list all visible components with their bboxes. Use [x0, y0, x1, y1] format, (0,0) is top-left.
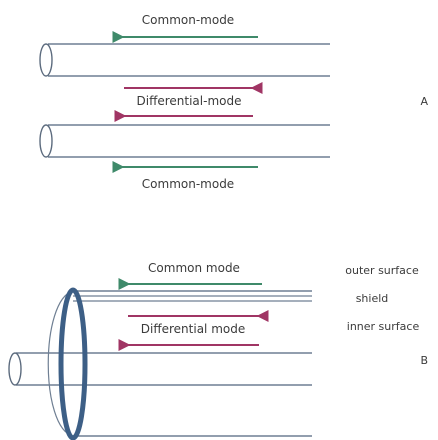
figure-a: Common-mode Differential-mode Common-mod… — [39, 13, 428, 191]
figure-a-upper-conductor — [39, 43, 330, 77]
figure-b: Common mode Differential mode outer surf… — [8, 261, 428, 440]
figure-b-label: B — [420, 354, 428, 367]
figure-a-differential-mode-label: Differential-mode — [137, 94, 242, 108]
figure-a-bottom-common-mode-label: Common-mode — [142, 177, 234, 191]
figure-b-common-mode-label: Common mode — [148, 261, 240, 275]
figure-b-shield-body — [47, 290, 312, 437]
inner-surface-label: inner surface — [347, 320, 420, 333]
figure-b-inner-conductor — [8, 352, 312, 386]
outer-surface-label: outer surface — [345, 264, 419, 277]
figure-a-top-common-mode-label: Common-mode — [142, 13, 234, 27]
figure-a-label: A — [420, 95, 428, 108]
shield-label: shield — [356, 292, 389, 305]
figure-b-shield-ring — [58, 287, 88, 440]
figure-a-lower-conductor — [39, 124, 330, 158]
figure-b-differential-mode-label: Differential mode — [141, 322, 245, 336]
